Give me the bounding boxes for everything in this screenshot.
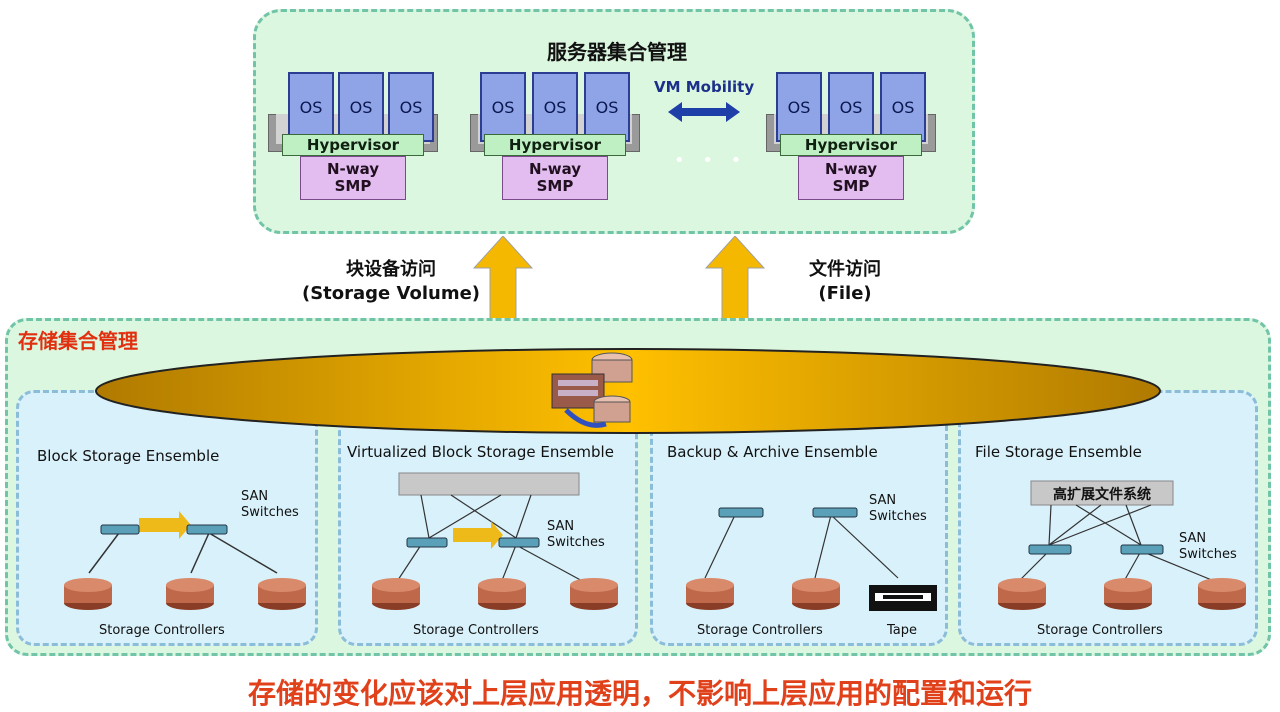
server-panel-title: 服务器集合管理: [547, 40, 687, 64]
storage-controller-icon: [477, 577, 527, 615]
block-storage-topology: [88, 511, 278, 574]
vm-mobility-label: VM Mobility: [654, 78, 755, 96]
storage-controller-icon: [1197, 577, 1247, 615]
block-access-label: 块设备访问(Storage Volume): [301, 259, 481, 304]
more-hosts-ellipsis: • • •: [674, 150, 748, 171]
storage-controller-icon: [371, 577, 421, 615]
storage-controller-icon: [1103, 577, 1153, 615]
storage-controllers-label: Storage Controllers: [697, 623, 823, 638]
ensemble-title: Backup & Archive Ensemble: [667, 443, 878, 461]
storage-controller-icon: [63, 577, 113, 615]
storage-controller-icon: [791, 577, 841, 615]
bottom-caption: 存储的变化应该对上层应用透明，不影响上层应用的配置和运行: [247, 677, 1032, 710]
os-box: OS: [584, 72, 630, 142]
file-storage-topology: [1016, 480, 1220, 584]
backup-topology: [704, 507, 899, 579]
os-box: OS: [532, 72, 578, 142]
storage-controller-icon: [997, 577, 1047, 615]
tape-library-icon: [869, 585, 937, 611]
hypervisor-bar: Hypervisor: [780, 134, 922, 156]
file-access-up-arrow-icon: [704, 236, 766, 320]
file-access-label: 文件访问(File): [809, 259, 881, 304]
storage-controller-icon: [165, 577, 215, 615]
block-access-up-arrow-icon: [472, 236, 534, 320]
os-box: OS: [880, 72, 926, 142]
tape-label: Tape: [887, 623, 918, 638]
os-box: OS: [776, 72, 822, 142]
hypervisor-bar: Hypervisor: [282, 134, 424, 156]
os-box: OS: [480, 72, 526, 142]
os-box: OS: [288, 72, 334, 142]
storage-virtualization-layer: [95, 348, 1161, 434]
hypervisor-bar: Hypervisor: [484, 134, 626, 156]
ensemble-title: Block Storage Ensemble: [37, 447, 220, 465]
storage-controllers-label: Storage Controllers: [1037, 623, 1163, 638]
os-box: OS: [338, 72, 384, 142]
vm-mobility-arrow-icon: [668, 102, 740, 122]
scalable-file-system-label: 高扩展文件系统: [1053, 487, 1151, 503]
storage-controllers-label: Storage Controllers: [413, 623, 539, 638]
ensemble-title: File Storage Ensemble: [975, 443, 1142, 461]
storage-controller-icon: [685, 577, 735, 615]
storage-virtualization-engine-icon: [551, 352, 633, 428]
ensemble-title: Virtualized Block Storage Ensemble: [347, 443, 614, 461]
storage-controllers-label: Storage Controllers: [99, 623, 225, 638]
os-box: OS: [388, 72, 434, 142]
storage-controller-icon: [257, 577, 307, 615]
os-box: OS: [828, 72, 874, 142]
virtualized-storage-topology: [395, 472, 587, 584]
storage-panel-title: 存储集合管理: [18, 329, 138, 353]
storage-controller-icon: [569, 577, 619, 615]
